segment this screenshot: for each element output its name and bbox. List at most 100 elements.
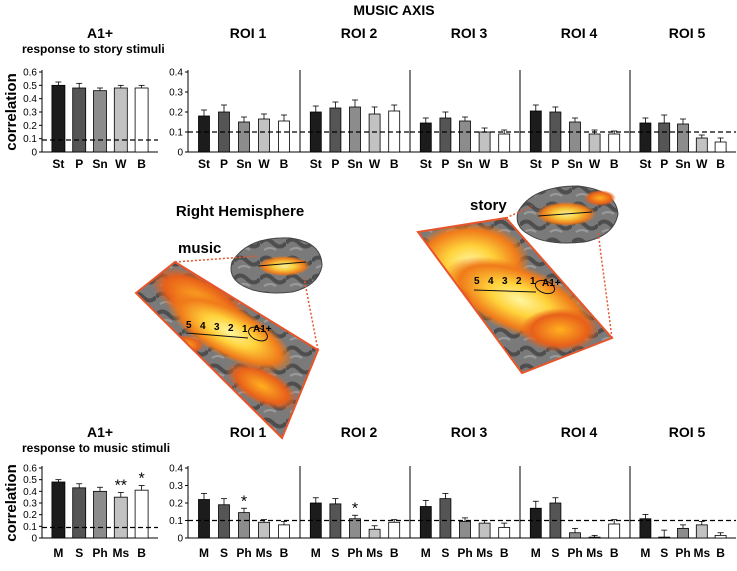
bot-roi4-title: ROI 4 xyxy=(561,424,598,440)
top-roi3-category-label: B xyxy=(500,157,509,171)
top-roi5-bar-W xyxy=(695,137,708,153)
top-roi4-bar-B xyxy=(608,133,621,153)
story-a1-label: A1+ xyxy=(542,278,561,289)
top-a1-bar-St xyxy=(51,84,66,153)
bot-roi5-category-label: B xyxy=(716,546,725,560)
bot-roi2-bar-B xyxy=(388,521,401,539)
bot-roi5-category-label: S xyxy=(660,546,668,560)
top-a1-bar-W xyxy=(113,87,128,153)
top-a1-bar-B xyxy=(134,87,149,153)
bot-a1-category-label: B xyxy=(137,546,146,560)
top-a1-ytick: 0.4 xyxy=(23,94,37,105)
top-a1-ytick: 0.3 xyxy=(23,108,37,119)
bot-a1-bar-Ms xyxy=(113,496,128,539)
bot-a1-ytick: 0.1 xyxy=(23,522,37,533)
svg-text:4: 4 xyxy=(488,276,494,287)
bot-roi1-bar-M xyxy=(198,499,210,539)
music-small-brain xyxy=(230,237,323,294)
top-roi3-bar-Sn xyxy=(459,120,471,153)
top-roi1-category-label: B xyxy=(280,157,289,171)
top-roi1-bar-Sn xyxy=(238,121,250,153)
top-a1-bar-Sn xyxy=(93,90,107,153)
bot-a1-bar-B xyxy=(134,489,149,539)
top-roi3-category-label: St xyxy=(420,157,432,171)
bot-roi1-bar-Ms xyxy=(258,521,270,539)
top-roi2-category-label: Sn xyxy=(347,157,362,171)
top-roi5-bar-B xyxy=(714,141,727,153)
bot-roi5-category-label: Ph xyxy=(675,546,690,560)
top-roi4-category-label: Sn xyxy=(567,157,582,171)
top-a1-category-label: St xyxy=(52,157,64,171)
bot-roi3-category-label: M xyxy=(421,546,431,560)
svg-text:3: 3 xyxy=(214,322,220,333)
bot-roi1-bar-Ph xyxy=(238,512,250,539)
top-roi2-category-label: P xyxy=(331,157,339,171)
top-roi1-ytick: 0.2 xyxy=(169,108,183,119)
top-a1-category-label: Sn xyxy=(92,157,107,171)
top-roi2-bar-P xyxy=(329,107,342,153)
bot-a1-category-label: Ms xyxy=(112,546,129,560)
bot-a1-ytick: 0.2 xyxy=(23,510,37,521)
bot-a1-significance-star: * xyxy=(138,471,144,488)
bot-a1-category-label: Ph xyxy=(92,546,107,560)
bot-roi1-category-label: Ms xyxy=(256,546,273,560)
top-roi3-category-label: W xyxy=(479,157,491,171)
bot-roi3-category-label: Ms xyxy=(476,546,493,560)
bot-roi4-bar-B xyxy=(608,523,621,539)
top-roi2-category-label: St xyxy=(310,157,322,171)
top-roi1-category-label: St xyxy=(198,157,210,171)
story-illustration: story 5 4 3 2 1 A1+ xyxy=(416,185,619,375)
bot-roi4-category-label: M xyxy=(531,546,541,560)
bot-a1-title: A1+ xyxy=(87,424,113,440)
bot-roi4-category-label: B xyxy=(610,546,619,560)
top-roi4-bar-W xyxy=(588,133,601,153)
top-roi1-bar-W xyxy=(258,118,270,153)
bot-roi1-title: ROI 1 xyxy=(230,424,267,440)
bot-roi1-category-label: Ph xyxy=(236,546,251,560)
bot-a1-category-label: S xyxy=(75,546,83,560)
svg-text:1: 1 xyxy=(242,324,248,335)
bot-roi4-category-label: Ph xyxy=(567,546,582,560)
bot-roi5-bar-B xyxy=(714,534,727,539)
top-roi1-category-label: W xyxy=(258,157,270,171)
top-roi4-category-label: St xyxy=(530,157,542,171)
bot-a1-bar-Ph xyxy=(93,490,107,539)
bot-a1-bar-S xyxy=(72,487,87,539)
top-roi5-title: ROI 5 xyxy=(669,25,706,41)
svg-text:1: 1 xyxy=(530,276,536,287)
bot-roi3-title: ROI 3 xyxy=(451,424,488,440)
top-roi4-category-label: W xyxy=(589,157,601,171)
svg-text:4: 4 xyxy=(200,321,206,332)
bot-roi2-category-label: S xyxy=(331,546,339,560)
svg-text:2: 2 xyxy=(228,323,234,334)
hemisphere-label: Right Hemisphere xyxy=(176,203,304,220)
top-roi1-ytick: 0 xyxy=(177,148,183,159)
bot-roi1-significance-star: * xyxy=(241,493,247,510)
music-a1-label: A1+ xyxy=(253,324,272,335)
top-roi1-ytick: 0.1 xyxy=(169,128,183,139)
top-roi3-title: ROI 3 xyxy=(451,25,488,41)
bot-roi2-category-label: Ph xyxy=(347,546,362,560)
bot-roi2-bar-Ms xyxy=(368,528,381,539)
music-roi-numbers: 5 4 3 2 1 A1+ xyxy=(186,320,272,335)
bot-roi5-bar-M xyxy=(639,518,652,539)
bot-a1-ytick: 0.4 xyxy=(23,487,37,498)
bot-a1-bar-M xyxy=(51,481,66,539)
top-a1-bar-P xyxy=(72,87,87,153)
top-a1-ytick: 0.2 xyxy=(23,121,37,132)
top-roi3-bar-St xyxy=(419,122,432,153)
top-a1-ytick: 0.6 xyxy=(23,68,37,79)
top-roi5-category-label: W xyxy=(696,157,708,171)
top-roi5-category-label: P xyxy=(660,157,668,171)
bot-roi5-category-label: M xyxy=(640,546,650,560)
top-roi2-title: ROI 2 xyxy=(341,25,378,41)
top-a1-category-label: W xyxy=(115,157,127,171)
svg-text:3: 3 xyxy=(502,276,508,287)
